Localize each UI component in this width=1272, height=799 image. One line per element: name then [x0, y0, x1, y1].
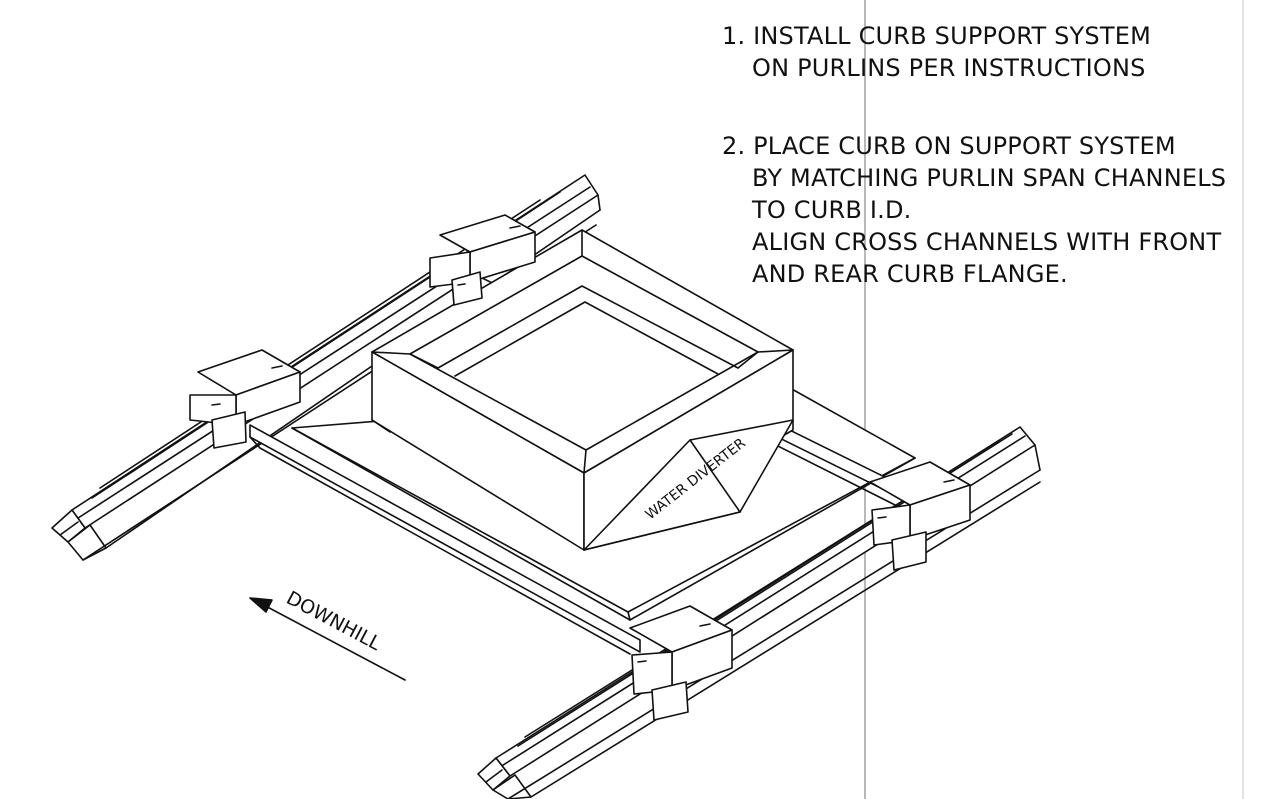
water-diverter — [583, 419, 794, 551]
step2-line1: 2. PLACE CURB ON SUPPORT SYSTEM — [722, 132, 1176, 160]
bracket-right-upper — [869, 461, 971, 571]
step2-line4: ALIGN CROSS CHANNELS WITH FRONT — [752, 228, 1222, 256]
downhill-arrow — [249, 597, 406, 681]
bracket-right-lower — [629, 605, 733, 721]
step2-line2: BY MATCHING PURLIN SPAN CHANNELS — [752, 164, 1227, 192]
cross-channel-front — [249, 424, 641, 655]
step1-line2: ON PURLINS PER INSTRUCTIONS — [752, 54, 1146, 82]
step2-line5: AND REAR CURB FLANGE. — [752, 260, 1068, 288]
bracket-left-lower — [189, 349, 301, 449]
bracket-left-upper — [429, 214, 536, 306]
instruction-step-2: 2. PLACE CURB ON SUPPORT SYSTEM BY MATCH… — [722, 130, 1226, 290]
step1-line1: 1. INSTALL CURB SUPPORT SYSTEM — [722, 22, 1151, 50]
downhill-label: DOWNHILL — [283, 587, 385, 655]
step2-line3: TO CURB I.D. — [752, 196, 912, 224]
instruction-step-1: 1. INSTALL CURB SUPPORT SYSTEM ON PURLIN… — [722, 20, 1151, 84]
